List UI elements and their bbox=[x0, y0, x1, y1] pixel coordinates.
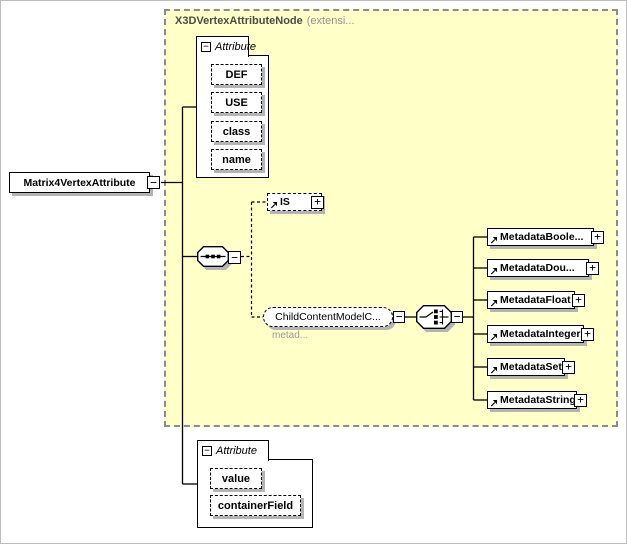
attribute-label: value bbox=[221, 472, 251, 485]
attribute-label: DEF bbox=[225, 68, 248, 81]
element-label: MetadataSet bbox=[500, 361, 562, 373]
attribute-label: name bbox=[222, 153, 251, 166]
metadataboolean-expand-toggle[interactable]: + bbox=[591, 230, 604, 244]
reference-arrow-icon bbox=[490, 400, 497, 407]
attribute-group-label: Attribute bbox=[216, 445, 257, 457]
element-label: IS bbox=[280, 196, 290, 208]
attribute-label: containerField bbox=[217, 499, 294, 512]
group-collapse-icon[interactable]: − bbox=[202, 446, 212, 456]
base-type-suffix: (extensi... bbox=[306, 15, 355, 27]
element-label: MetadataInteger bbox=[500, 328, 581, 340]
reference-arrow-icon bbox=[490, 268, 497, 275]
reference-arrow-icon bbox=[490, 367, 497, 374]
element-label: MetadataString bbox=[500, 394, 576, 406]
sequence-collapse-toggle[interactable]: − bbox=[228, 251, 241, 264]
element-label: MetadataDou... bbox=[500, 262, 575, 274]
attribute-use[interactable]: USE bbox=[211, 92, 262, 113]
element-metadataset[interactable]: MetadataSet + bbox=[487, 358, 575, 376]
element-label: Matrix4VertexAttribute bbox=[23, 176, 136, 189]
metadatafloat-expand-toggle[interactable]: + bbox=[572, 293, 585, 307]
metadatadouble-expand-toggle[interactable]: + bbox=[586, 261, 599, 275]
attribute-group-top-tab[interactable]: − Attribute bbox=[196, 36, 256, 57]
sequence-compositor-icon[interactable] bbox=[197, 246, 229, 267]
root-collapse-toggle[interactable]: − bbox=[147, 176, 160, 189]
choice-collapse-toggle[interactable]: − bbox=[451, 311, 463, 323]
attribute-name[interactable]: name bbox=[211, 149, 262, 170]
attribute-label: USE bbox=[225, 96, 248, 109]
choice-compositor-icon[interactable] bbox=[416, 305, 452, 329]
attribute-group-label: Attribute bbox=[215, 41, 256, 53]
metadatainteger-expand-toggle[interactable]: + bbox=[581, 327, 594, 341]
model-group-childcontentmodel[interactable]: ChildContentModelC... bbox=[263, 307, 393, 327]
element-label: MetadataBoole... bbox=[500, 231, 584, 243]
reference-arrow-icon bbox=[490, 237, 497, 244]
attribute-def[interactable]: DEF bbox=[211, 64, 262, 85]
reference-arrow-icon bbox=[490, 300, 497, 307]
base-type-title: X3DVertexAttributeNode(extensi... bbox=[175, 15, 354, 27]
attribute-label: class bbox=[222, 125, 251, 138]
reference-arrow-icon bbox=[270, 202, 277, 209]
attribute-class[interactable]: class bbox=[211, 121, 262, 142]
reference-arrow-icon bbox=[490, 334, 497, 341]
element-matrix4vertexattribute[interactable]: Matrix4VertexAttribute bbox=[9, 172, 150, 193]
is-expand-toggle[interactable]: + bbox=[311, 195, 324, 209]
element-is[interactable]: IS + bbox=[267, 193, 324, 211]
metadataset-expand-toggle[interactable]: + bbox=[562, 360, 575, 374]
element-metadatadouble[interactable]: MetadataDou... + bbox=[487, 259, 599, 277]
attribute-group-bottom-tab[interactable]: − Attribute bbox=[197, 440, 269, 461]
group-collapse-icon[interactable]: − bbox=[201, 42, 211, 52]
element-label: MetadataFloat bbox=[500, 294, 571, 306]
base-type-name: X3DVertexAttributeNode bbox=[175, 15, 303, 27]
attribute-value[interactable]: value bbox=[210, 468, 262, 489]
model-group-label: ChildContentModelC... bbox=[275, 311, 381, 323]
childcontent-collapse-toggle[interactable]: − bbox=[393, 311, 405, 323]
attribute-containerfield[interactable]: containerField bbox=[210, 495, 301, 516]
element-metadataboolean[interactable]: MetadataBoole... + bbox=[487, 228, 604, 246]
element-metadatainteger[interactable]: MetadataInteger + bbox=[487, 325, 594, 343]
childcontent-annotation: metad... bbox=[272, 330, 309, 341]
element-metadatafloat[interactable]: MetadataFloat + bbox=[487, 291, 585, 309]
metadatastring-expand-toggle[interactable]: + bbox=[574, 393, 587, 407]
element-metadatastring[interactable]: MetadataString + bbox=[487, 391, 587, 409]
